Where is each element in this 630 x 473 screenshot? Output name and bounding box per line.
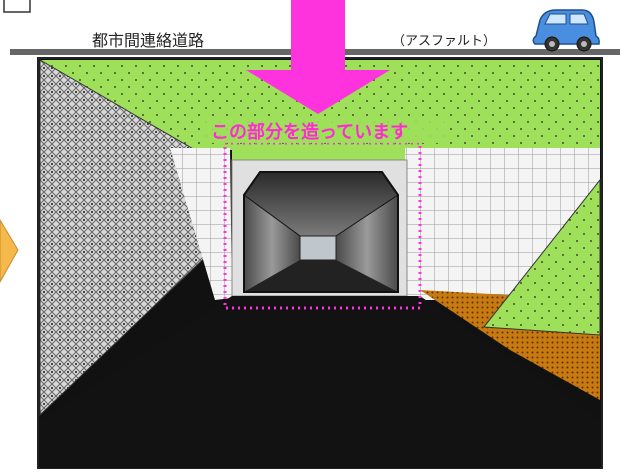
right-arrow-icon bbox=[0, 219, 19, 284]
left-tile-wall bbox=[170, 148, 232, 300]
road-name-label: 都市間連絡道路 bbox=[92, 31, 205, 50]
tunnel-interior bbox=[243, 171, 399, 293]
right-grass-slope bbox=[483, 178, 601, 336]
callout-text: この部分を造っています bbox=[211, 122, 409, 143]
down-arrow-icon bbox=[246, 0, 390, 114]
asphalt-road-bed bbox=[40, 296, 600, 468]
frame-corner bbox=[3, 0, 31, 13]
portal-grass-strip bbox=[232, 148, 405, 162]
road-surface-label: （アスファルト） bbox=[392, 34, 497, 49]
tunnel-exit-light bbox=[299, 235, 337, 261]
callout-label-bg bbox=[205, 117, 445, 143]
car-icon bbox=[532, 9, 600, 52]
